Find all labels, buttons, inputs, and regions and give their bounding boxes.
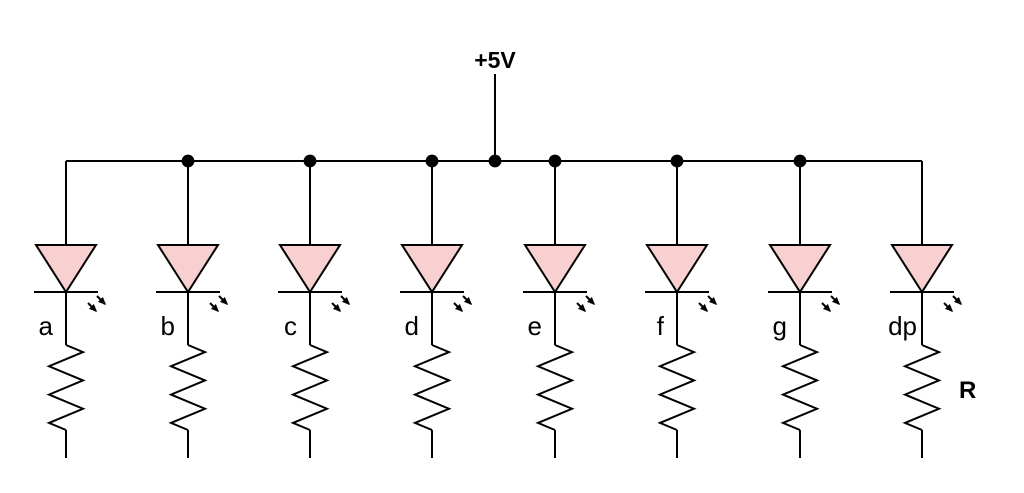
emission-arrow (331, 302, 342, 313)
supply-voltage-label: +5V (474, 47, 516, 73)
junction-dot (488, 154, 502, 168)
segment-label: e (528, 311, 542, 341)
segment-d: d (400, 161, 473, 458)
led-triangle (645, 244, 709, 294)
resistor-zigzag (535, 344, 575, 431)
led-triangle (156, 244, 220, 294)
emission-arrow (96, 295, 107, 306)
junction-dot (303, 154, 317, 168)
segment-g: g (768, 161, 841, 458)
emission-arrow (585, 295, 596, 306)
emission-arrow (821, 302, 832, 313)
emission-arrow (209, 302, 220, 313)
emission-arrow (576, 302, 587, 313)
segment-label: d (405, 311, 419, 341)
resistor-value-label: R (959, 377, 976, 404)
led-triangle (768, 244, 832, 294)
junction-dot (670, 154, 684, 168)
resistor-zigzag (290, 344, 330, 431)
emission-arrow (943, 302, 954, 313)
led-triangle (400, 244, 464, 294)
segment-dp: dp (888, 161, 963, 458)
resistor-zigzag (780, 344, 820, 431)
segment-label: dp (888, 311, 917, 341)
emission-arrow (698, 302, 709, 313)
segment-e: e (523, 161, 596, 458)
segment-label: b (161, 311, 175, 341)
resistor-zigzag (657, 344, 697, 431)
segment-f: f (645, 161, 718, 458)
emission-arrow (218, 295, 229, 306)
led-triangle (278, 244, 342, 294)
emission-arrow (830, 295, 841, 306)
segment-b: b (156, 161, 229, 458)
led-triangle (34, 244, 98, 294)
resistor-zigzag (902, 344, 942, 431)
emission-arrow (87, 302, 98, 313)
emission-arrow (707, 295, 718, 306)
segment-label: g (773, 311, 787, 341)
segment-a: a (34, 161, 107, 458)
segment-label: f (657, 311, 665, 341)
emission-arrow (462, 295, 473, 306)
emission-arrow (952, 295, 963, 306)
resistor-zigzag (412, 344, 452, 431)
junction-dot (181, 154, 195, 168)
junction-dot (793, 154, 807, 168)
emission-arrow (453, 302, 464, 313)
led-triangle (890, 244, 954, 294)
led-triangle (523, 244, 587, 294)
segment-c: c (278, 161, 351, 458)
junction-dot (548, 154, 562, 168)
segment-label: c (284, 311, 297, 341)
junction-dot (425, 154, 439, 168)
resistor-zigzag (46, 344, 86, 431)
segment-label: a (39, 311, 54, 341)
emission-arrow (340, 295, 351, 306)
resistor-zigzag (168, 344, 208, 431)
